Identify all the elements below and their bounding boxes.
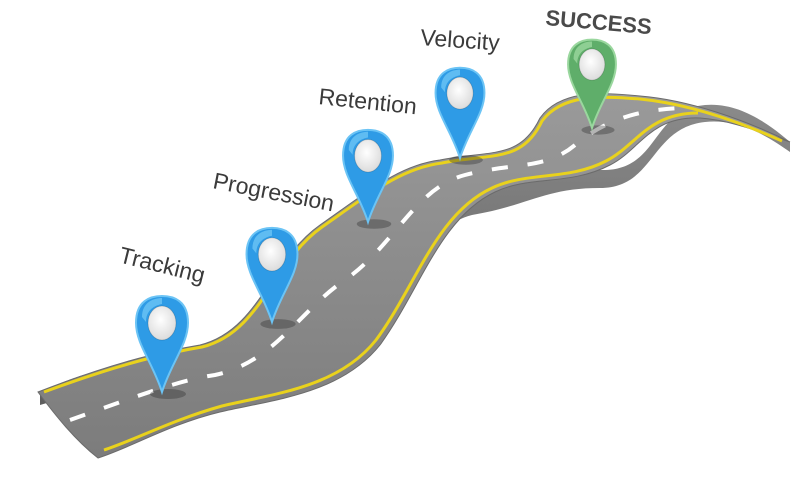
pin-success-icon-shadow: [581, 125, 615, 135]
pin-success-icon-highlight: [573, 41, 592, 64]
pin-retention-icon-shadow: [356, 219, 392, 229]
pin-progression-icon-shadow: [260, 319, 296, 329]
stage-label-tracking: Tracking: [117, 242, 208, 288]
road-edge-line-top: [43, 95, 783, 394]
pin-tracking-icon-hole: [147, 305, 177, 341]
pin-success-icon-hole: [578, 48, 606, 81]
pin-tracking-icon: [134, 294, 190, 399]
pin-retention-icon: [342, 128, 394, 229]
pin-velocity-icon-highlight: [441, 69, 460, 93]
pin-progression-icon-hole: [257, 237, 287, 272]
pin-velocity-icon-hole: [446, 76, 474, 110]
pin-retention-icon-hole: [354, 138, 382, 173]
stage-label-retention: Retention: [317, 83, 418, 119]
pin-tracking-icon-highlight: [142, 298, 162, 322]
pin-progression-icon-highlight: [252, 229, 272, 254]
stage-label-velocity: Velocity: [420, 24, 501, 56]
stage-label-progression: Progression: [211, 167, 336, 216]
pin-retention-icon-highlight: [348, 131, 368, 155]
goal-label-success: SUCCESS: [545, 5, 653, 39]
pin-progression-icon: [245, 226, 299, 329]
pin-tracking-icon-shadow: [150, 389, 186, 399]
road-edge-line-bottom: [103, 111, 699, 452]
pin-velocity-icon-shadow: [449, 155, 483, 165]
pin-success-icon: [567, 38, 617, 135]
pin-velocity-icon: [434, 66, 486, 165]
